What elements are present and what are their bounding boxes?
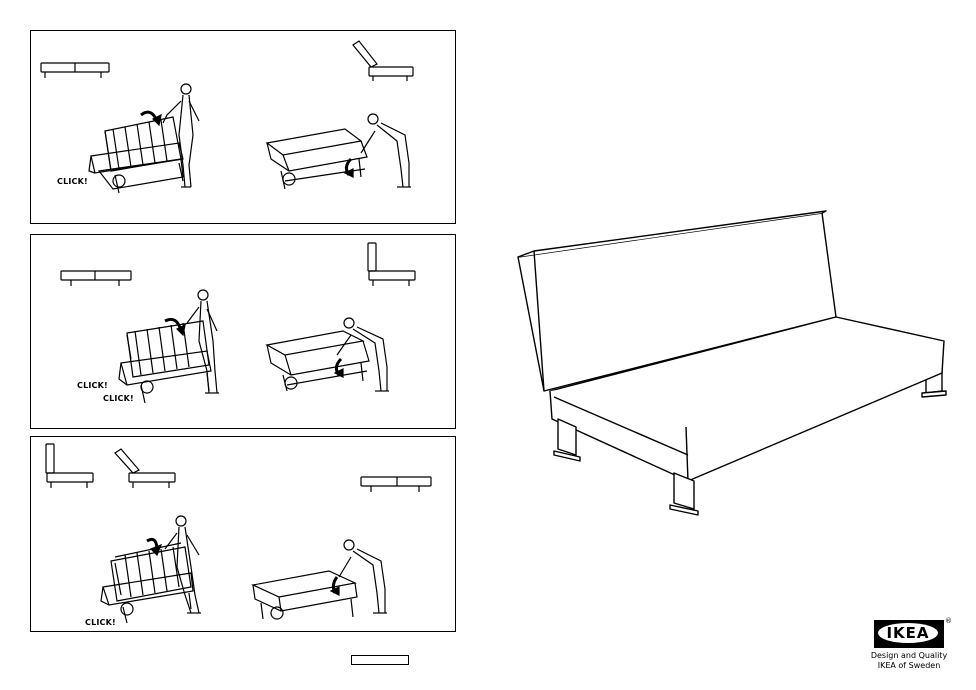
click-label: CLICK!	[57, 177, 88, 186]
logo-text: IKEA	[886, 624, 930, 642]
flat-bed-icon	[360, 476, 432, 492]
panel-1-illustration	[40, 40, 414, 194]
upright-sofa-icon	[367, 242, 416, 286]
flat-bed-icon	[60, 270, 132, 286]
click-label: CLICK!	[103, 394, 134, 403]
sofa-flat-illustration	[251, 570, 358, 620]
tagline-line-2: IKEA of Sweden	[877, 661, 941, 670]
person-figure-4	[336, 317, 389, 392]
click-label: CLICK!	[77, 381, 108, 390]
ikea-logo: IKEA	[874, 620, 944, 650]
person-figure-3	[186, 289, 219, 394]
flat-bed-icon	[40, 62, 110, 78]
reclined-sofa-icon	[352, 40, 414, 81]
registered-mark: ®	[945, 617, 952, 625]
instruction-panel-1: CLICK!	[30, 30, 456, 224]
upright-sofa-icon	[45, 443, 94, 488]
person-figure-1	[162, 83, 200, 188]
sofa-reclining-illustration	[265, 128, 368, 190]
instruction-panel-3: CLICK!	[30, 436, 456, 632]
sofa-reclining-illustration	[265, 330, 370, 392]
tagline-line-1: Design and Quality	[870, 651, 948, 660]
panel-2-illustration	[60, 242, 416, 404]
sofa-bed-illustration	[517, 210, 947, 516]
sofa-upright-illustration	[118, 320, 212, 404]
panel-3-illustration	[45, 443, 432, 624]
person-figure-6	[338, 539, 387, 614]
click-label: CLICK!	[85, 618, 116, 627]
reclined-sofa-icon	[114, 448, 176, 488]
person-figure-5	[164, 515, 201, 614]
sofa-upright-illustration	[100, 542, 194, 624]
sofa-upright-illustration	[88, 116, 184, 194]
page-number-box	[351, 655, 409, 665]
person-figure-2	[360, 113, 411, 188]
instruction-panel-2: CLICK! CLICK!	[30, 234, 456, 429]
